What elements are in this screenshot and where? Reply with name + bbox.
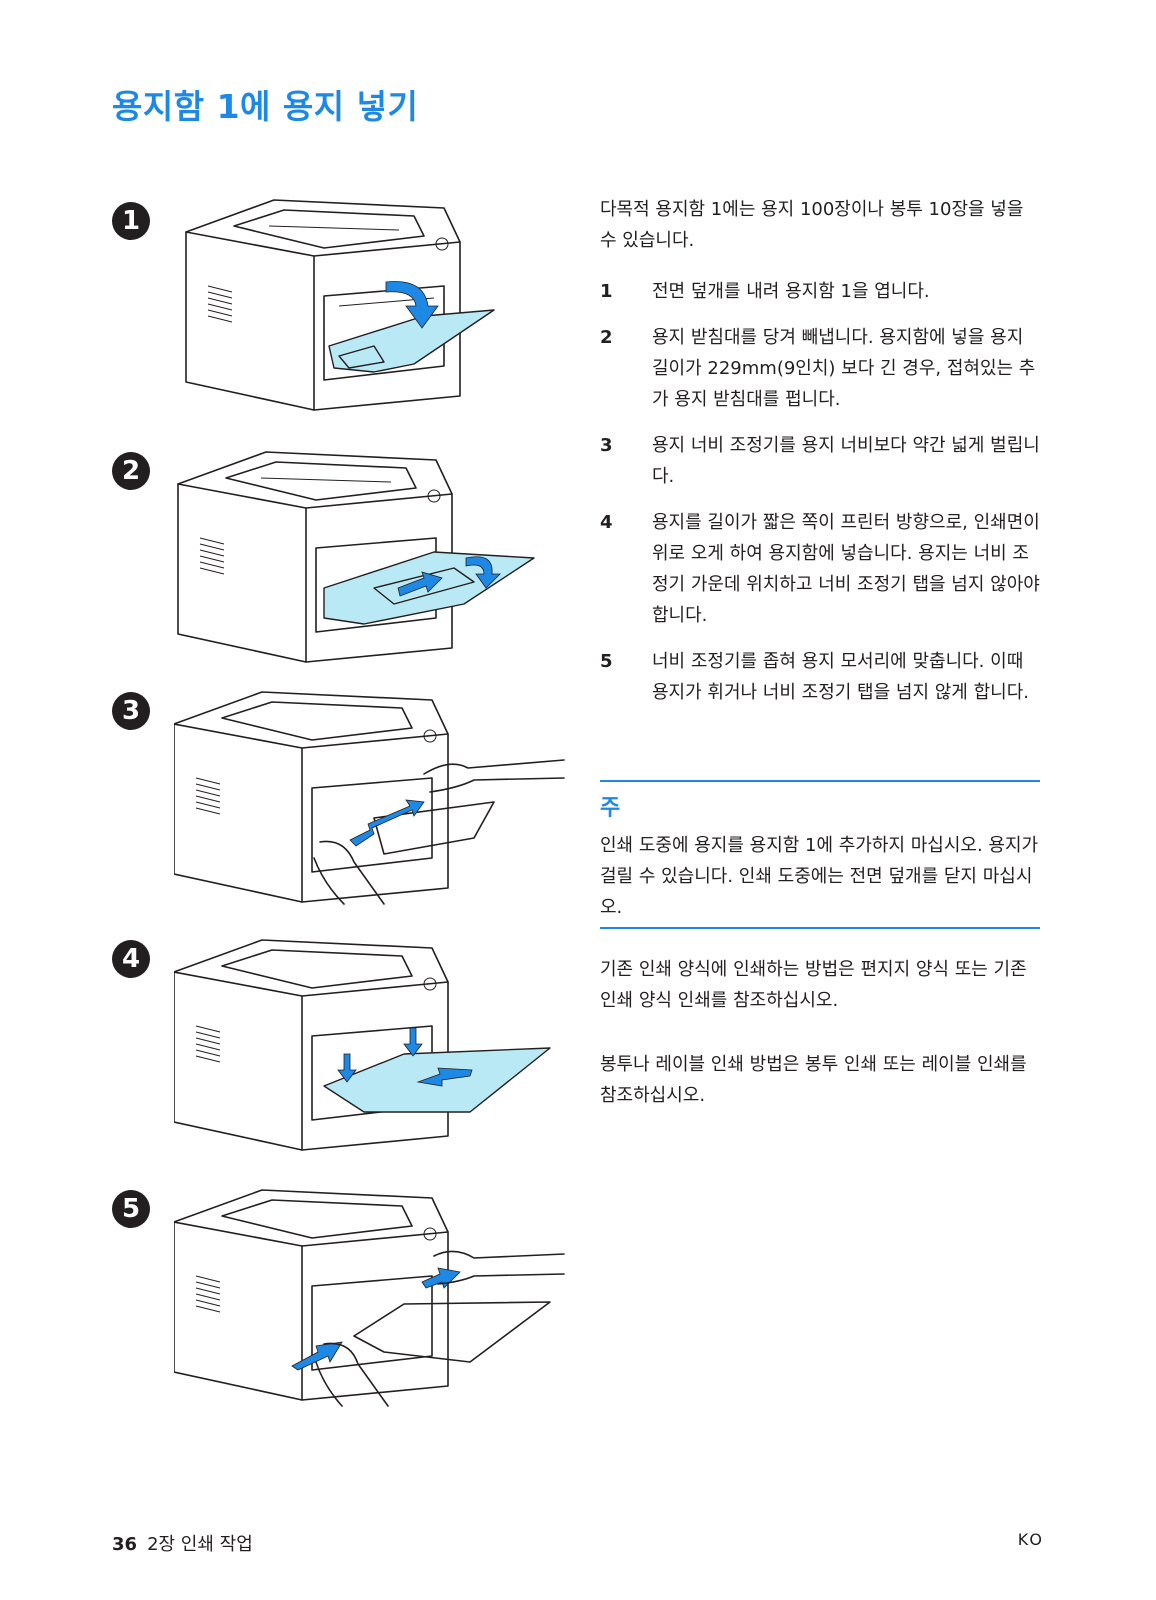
step-number: 3 — [600, 435, 613, 456]
step-item-2: 2 용지 받침대를 당겨 빼냅니다. 용지함에 넣을 용지 길이가 229mm(9… — [600, 322, 1040, 415]
printer-illustration-4 — [174, 939, 551, 1151]
footer-left: 36 2장 인쇄 작업 — [112, 1530, 253, 1556]
step-badge-1: 1 — [112, 202, 150, 240]
step-badge-3: 3 — [112, 692, 150, 730]
step-number: 2 — [600, 327, 613, 348]
step-text: 전면 덮개를 내려 용지함 1을 엽니다. — [652, 281, 930, 302]
step-list: 1 전면 덮개를 내려 용지함 1을 엽니다. 2 용지 받침대를 당겨 빼냅니다.… — [600, 276, 1040, 723]
printer-illustration-2 — [177, 451, 535, 663]
figure-step-2: 2 — [112, 448, 582, 664]
step-text: 용지 너비 조정기를 용지 너비보다 약간 넓게 벌립니다. — [652, 435, 1040, 487]
figure-step-4: 4 — [112, 936, 582, 1152]
intro-paragraph: 다목적 용지함 1에는 용지 100장이나 봉투 10장을 넣을 수 있습니다. — [600, 199, 1024, 251]
figure-step-3: 3 — [112, 688, 582, 914]
step-text: 너비 조정기를 좁혀 용지 모서리에 맞춥니다. 이때 용지가 휘거나 너비 조… — [652, 651, 1029, 703]
step-item-4: 4 용지를 길이가 짧은 쪽이 프린터 방향으로, 인쇄면이 위로 오게 하여 용… — [600, 507, 1040, 631]
note-title: 주 — [600, 796, 621, 821]
step-item-3: 3 용지 너비 조정기를 용지 너비보다 약간 넓게 벌립니다. — [600, 430, 1040, 492]
figure-step-5: 5 — [112, 1186, 582, 1412]
note-box: 주 인쇄 도중에 용지를 용지함 1에 추가하지 마십시오. 용지가 걸릴 수 … — [600, 780, 1040, 929]
step-text: 용지를 길이가 짧은 쪽이 프린터 방향으로, 인쇄면이 위로 오게 하여 용지… — [652, 512, 1040, 626]
forms-reference-paragraph: 기존 인쇄 양식에 인쇄하는 방법은 편지지 양식 또는 기존 인쇄 양식 인쇄… — [600, 959, 1027, 1011]
note-text: 인쇄 도중에 용지를 용지함 1에 추가하지 마십시오. 용지가 걸릴 수 있습… — [600, 835, 1039, 918]
step-number: 1 — [600, 281, 613, 302]
printer-illustration-5 — [174, 1189, 565, 1407]
envelope-reference-paragraph: 봉투나 레이블 인쇄 방법은 봉투 인쇄 또는 레이블 인쇄를 참조하십시오. — [600, 1054, 1027, 1106]
step-number: 5 — [600, 651, 613, 672]
printer-illustration-1 — [185, 199, 495, 411]
step-badge-2: 2 — [112, 452, 150, 490]
step-number: 4 — [600, 512, 613, 533]
page-title: 용지함 1에 용지 넣기 — [112, 87, 419, 126]
figure-step-1: 1 — [112, 196, 582, 412]
step-badge-5: 5 — [112, 1190, 150, 1228]
page-number: 36 — [112, 1534, 138, 1555]
step-badge-4: 4 — [112, 940, 150, 978]
printer-illustration-3 — [174, 691, 565, 905]
step-item-5: 5 너비 조정기를 좁혀 용지 모서리에 맞춥니다. 이때 용지가 휘거나 너비 … — [600, 646, 1040, 708]
step-text: 용지 받침대를 당겨 빼냅니다. 용지함에 넣을 용지 길이가 229mm(9인… — [652, 327, 1036, 410]
language-code: KO — [1017, 1530, 1044, 1549]
step-item-1: 1 전면 덮개를 내려 용지함 1을 엽니다. — [600, 276, 1040, 307]
chapter-title: 2장 인쇄 작업 — [147, 1534, 253, 1555]
